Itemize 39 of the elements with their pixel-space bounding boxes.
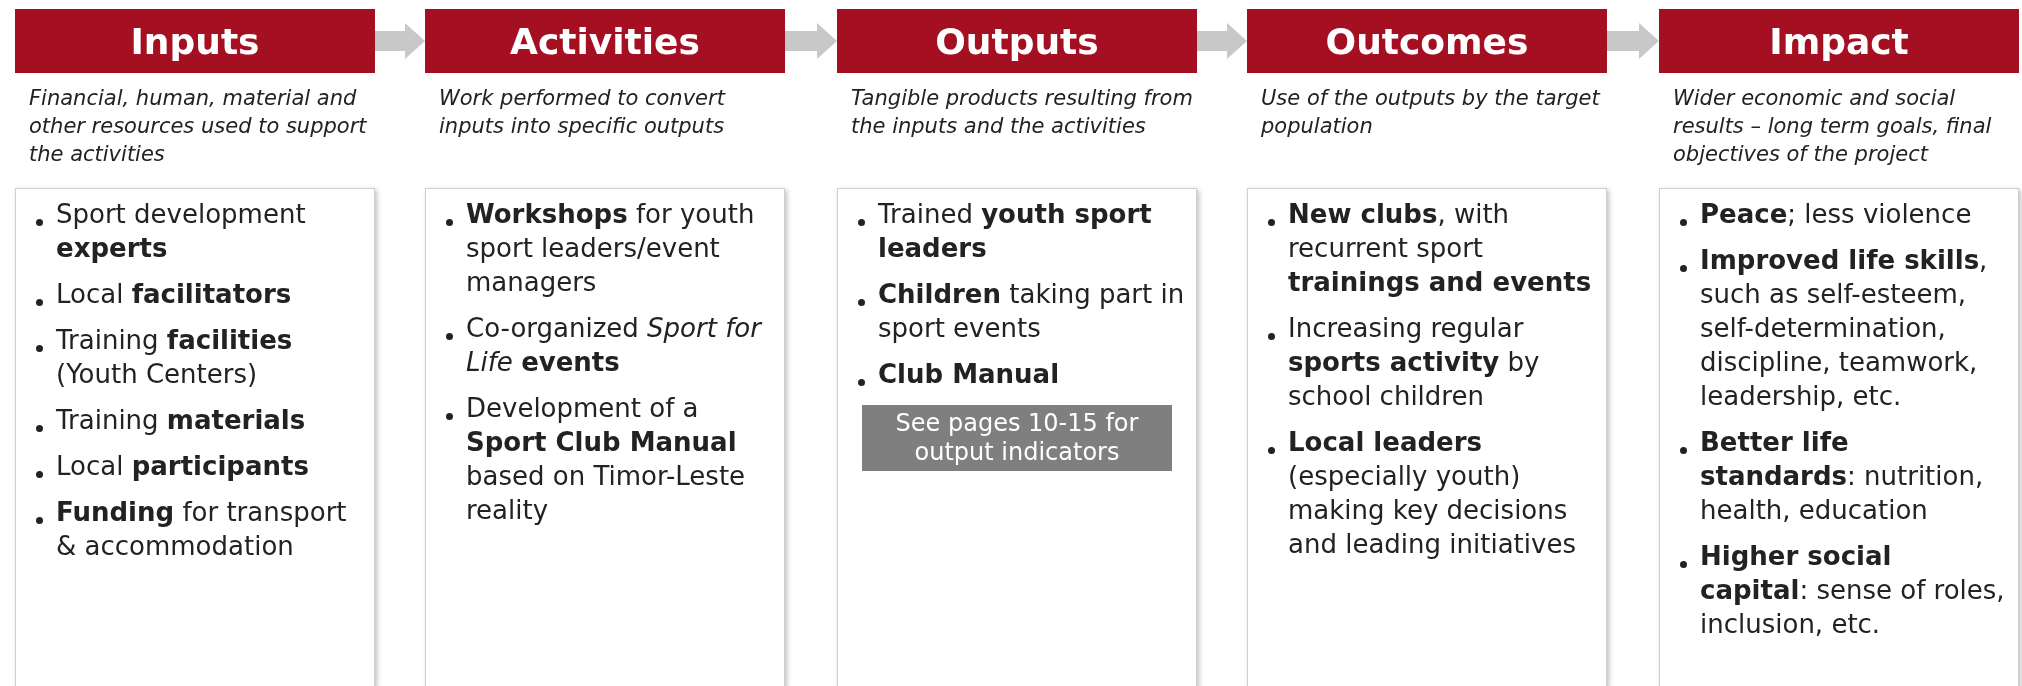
description-text: Use of the outputs by the target population [1261,85,1602,140]
bullet-item: Training facilities (Youth Centers) [56,324,294,391]
bullet-item: Development of a Sport Club Manual based on Timor-Leste reality [466,392,747,527]
bullet-item: Better life standards: nutrition, health, education [1700,426,1985,527]
bullet-item: Increasing regular sports activity by school children [1288,312,1541,413]
bullet-item: Local participants [56,450,310,483]
bullet-item: Improved life skills, such as self-esteem, self-determination, discipline, teamwork, leadership, etc. [1700,244,1989,413]
bullet-item: Children taking part in sport events [878,278,1186,345]
bullet-item: Workshops for youth sport leaders/event managers [466,198,756,299]
note-box: See pages 10-15 for output indicators [862,405,1172,471]
bullet-item: Local facilitators [56,278,293,311]
arrow [1197,23,1247,59]
bullet-item: Co-organized Sport for Life events [466,312,764,379]
content-box [1247,188,1607,686]
bullet-item: Club Manual [878,358,1061,391]
header-bar: Impact [1659,9,2019,73]
header-bar: Activities [425,9,785,73]
content-box [837,188,1197,686]
bullet-item: New clubs, with recurrent sport trainings and events [1288,198,1593,299]
bullet-item: Peace; less violence [1700,198,1973,231]
bullet-item: Training materials [56,404,307,437]
arrow [375,23,425,59]
content-box [425,188,785,686]
arrow [785,23,837,59]
header-bar: Outcomes [1247,9,1607,73]
content-box [1659,188,2019,686]
arrow [1607,23,1659,59]
description-text: Financial, human, material and other resources used to support the activities [29,85,368,168]
bullet-item: Trained youth sport leaders [878,198,1153,265]
bullet-item: Sport development experts [56,198,307,265]
header-bar: Outputs [837,9,1197,73]
description-text: Wider economic and social results – long term goals, final objectives of the project [1673,85,1993,168]
header-bar: Inputs [15,9,375,73]
bullet-item: Funding for transport & accommodation [56,496,348,563]
bullet-item: Higher social capital: sense of roles, inclusion, etc. [1700,540,2006,641]
description-text: Tangible products resulting from the inputs and the activities [851,85,1194,140]
description-text: Work performed to convert inputs into specific outputs [439,85,727,140]
bullet-item: Local leaders (especially youth) making key decisions and leading initiatives [1288,426,1577,561]
content-box [15,188,375,686]
